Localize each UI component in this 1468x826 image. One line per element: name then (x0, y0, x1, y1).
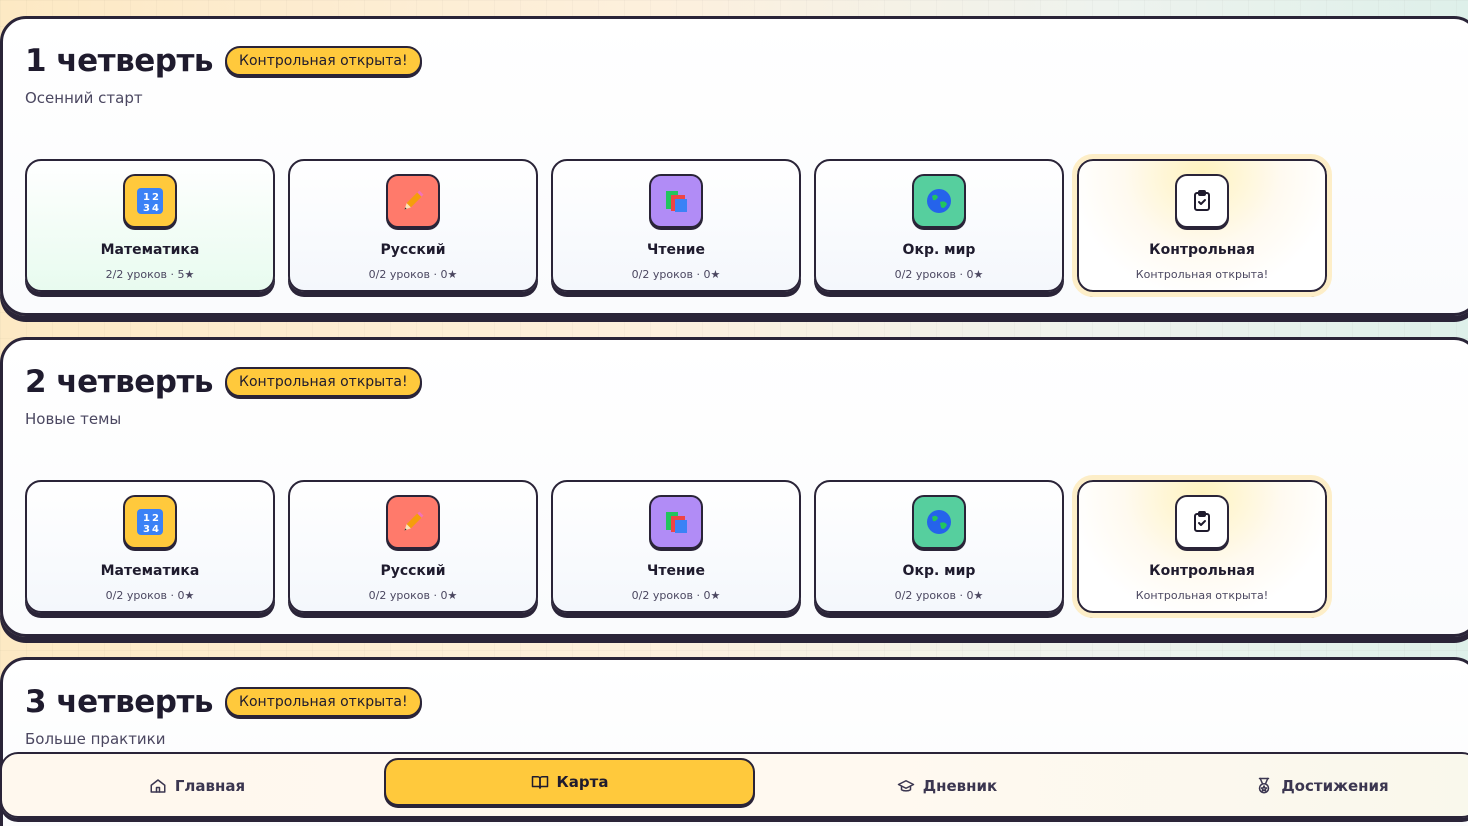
nav-home-button[interactable]: Главная (42, 762, 352, 810)
subject-title: Русский (380, 242, 446, 258)
pencil-icon (386, 174, 440, 228)
clipboard-icon (1175, 174, 1229, 228)
nav-diary-button[interactable]: Дневник (792, 762, 1102, 810)
quarter-3-header: 3 четверть Контрольная открыта! (25, 684, 422, 720)
quarter-3-title: 3 четверть (25, 684, 214, 720)
subject-progress: 0/2 уроков · 0★ (368, 268, 458, 281)
svg-text:1: 1 (143, 513, 150, 524)
svg-text:1: 1 (143, 192, 150, 203)
nav-map-label: Карта (556, 773, 609, 791)
quarter-1-test-badge: Контрольная открыта! (225, 46, 422, 76)
quarter-2-header: 2 четверть Контрольная открыта! (25, 364, 422, 400)
svg-text:3: 3 (143, 203, 150, 214)
quarter-3-test-badge: Контрольная открыта! (225, 687, 422, 717)
nav-home-label: Главная (174, 777, 246, 795)
subject-title: Чтение (647, 242, 705, 258)
svg-text:4: 4 (152, 524, 159, 535)
subject-card-world[interactable]: Окр. мир 0/2 уроков · 0★ (814, 159, 1064, 292)
subject-progress: 0/2 уроков · 0★ (368, 589, 458, 602)
pencil-icon (386, 495, 440, 549)
subject-card-test[interactable]: Контрольная Контрольная открыта! (1072, 475, 1332, 618)
subject-title: Контрольная (1149, 242, 1255, 258)
subject-card-test[interactable]: Контрольная Контрольная открыта! (1072, 154, 1332, 297)
nav-achievements-label: Достижения (1281, 777, 1389, 795)
graduation-cap-icon (897, 777, 915, 795)
svg-text:4: 4 (152, 203, 159, 214)
subject-progress: Контрольная открыта! (1135, 268, 1269, 281)
nav-diary-label: Дневник (922, 777, 998, 795)
subject-progress: 0/2 уроков · 0★ (894, 268, 984, 281)
subject-card-russian[interactable]: Русский 0/2 уроков · 0★ (288, 159, 538, 292)
bottom-nav: Главная Карта Дневник Достижения (0, 752, 1468, 818)
subject-title: Русский (380, 563, 446, 579)
subject-card-russian[interactable]: Русский 0/2 уроков · 0★ (288, 480, 538, 613)
medal-icon (1255, 777, 1273, 795)
subject-title: Математика (100, 563, 200, 579)
subject-title: Чтение (647, 563, 705, 579)
clipboard-icon (1175, 495, 1229, 549)
subject-progress: 0/2 уроков · 0★ (631, 589, 721, 602)
subject-title: Окр. мир (902, 563, 976, 579)
subject-card-world[interactable]: Окр. мир 0/2 уроков · 0★ (814, 480, 1064, 613)
quarter-1-title: 1 четверть (25, 43, 214, 79)
subject-title: Окр. мир (902, 242, 976, 258)
globe-icon (912, 495, 966, 549)
home-icon (149, 777, 167, 795)
quarter-2-panel: 2 четверть Контрольная открыта! Новые те… (0, 337, 1468, 637)
quarter-2-test-badge: Контрольная открыта! (225, 367, 422, 397)
subject-card-reading[interactable]: Чтение 0/2 уроков · 0★ (551, 480, 801, 613)
svg-text:2: 2 (152, 192, 159, 203)
quarter-1-header: 1 четверть Контрольная открыта! (25, 43, 422, 79)
quarter-3-subtitle: Больше практики (25, 730, 166, 748)
nav-achievements-button[interactable]: Достижения (1167, 762, 1468, 810)
subject-progress: 0/2 уроков · 0★ (894, 589, 984, 602)
books-icon (649, 174, 703, 228)
subject-title: Контрольная (1149, 563, 1255, 579)
quarter-2-subtitle: Новые темы (25, 410, 122, 428)
quarter-2-title: 2 четверть (25, 364, 214, 400)
quarter-1-subtitle: Осенний старт (25, 89, 143, 107)
open-book-icon (531, 773, 549, 791)
subject-progress: 2/2 уроков · 5★ (105, 268, 195, 281)
quarter-1-panel: 1 четверть Контрольная открыта! Осенний … (0, 16, 1468, 316)
globe-icon (912, 174, 966, 228)
subject-card-reading[interactable]: Чтение 0/2 уроков · 0★ (551, 159, 801, 292)
svg-text:2: 2 (152, 513, 159, 524)
subject-title: Математика (100, 242, 200, 258)
subject-progress: 0/2 уроков · 0★ (105, 589, 195, 602)
books-icon (649, 495, 703, 549)
svg-text:3: 3 (143, 524, 150, 535)
subject-progress: 0/2 уроков · 0★ (631, 268, 721, 281)
nav-map-button[interactable]: Карта (384, 758, 755, 806)
subject-progress: Контрольная открыта! (1135, 589, 1269, 602)
